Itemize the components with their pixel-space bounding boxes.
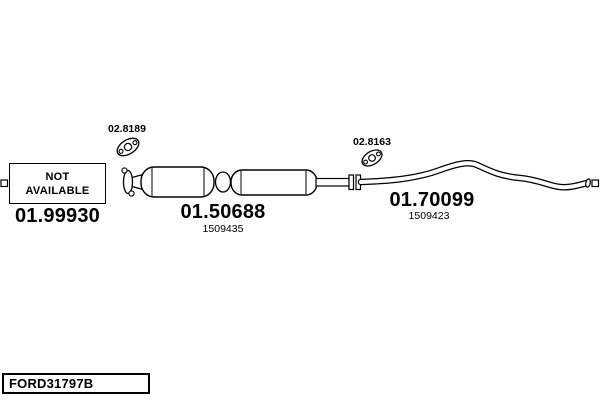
part-ref-rear-pipe: 1509423 [408,210,450,222]
not-available-box: NOT AVAILABLE [9,163,106,204]
connecting-pipe [315,177,350,187]
part-number-left-pipe: 01.99930 [14,205,101,227]
gasket-icon-right [361,149,383,167]
gasket-label-right: 02.8163 [353,136,391,148]
gasket-icon-left [116,137,140,157]
gasket-label-left: 02.8189 [108,123,146,135]
part-ref-middle-muffler: 1509435 [202,223,244,235]
left-edge-marker [0,179,9,188]
diagram-code-box: FORD31797B [2,373,150,394]
front-muffler-body [140,166,215,198]
tail-pipe [357,160,591,191]
not-available-line1: NOT [45,170,70,183]
diagram-code: FORD31797B [9,376,94,391]
right-edge-marker [591,179,600,188]
part-number-middle-muffler: 01.50688 [180,201,266,223]
rear-muffler-body [230,169,318,196]
not-available-line2: AVAILABLE [25,184,90,197]
coupler-sleeve [214,171,232,193]
tail-pipe-tip [585,178,591,188]
inlet-flange [121,167,144,197]
part-number-rear-pipe: 01.70099 [389,189,475,211]
